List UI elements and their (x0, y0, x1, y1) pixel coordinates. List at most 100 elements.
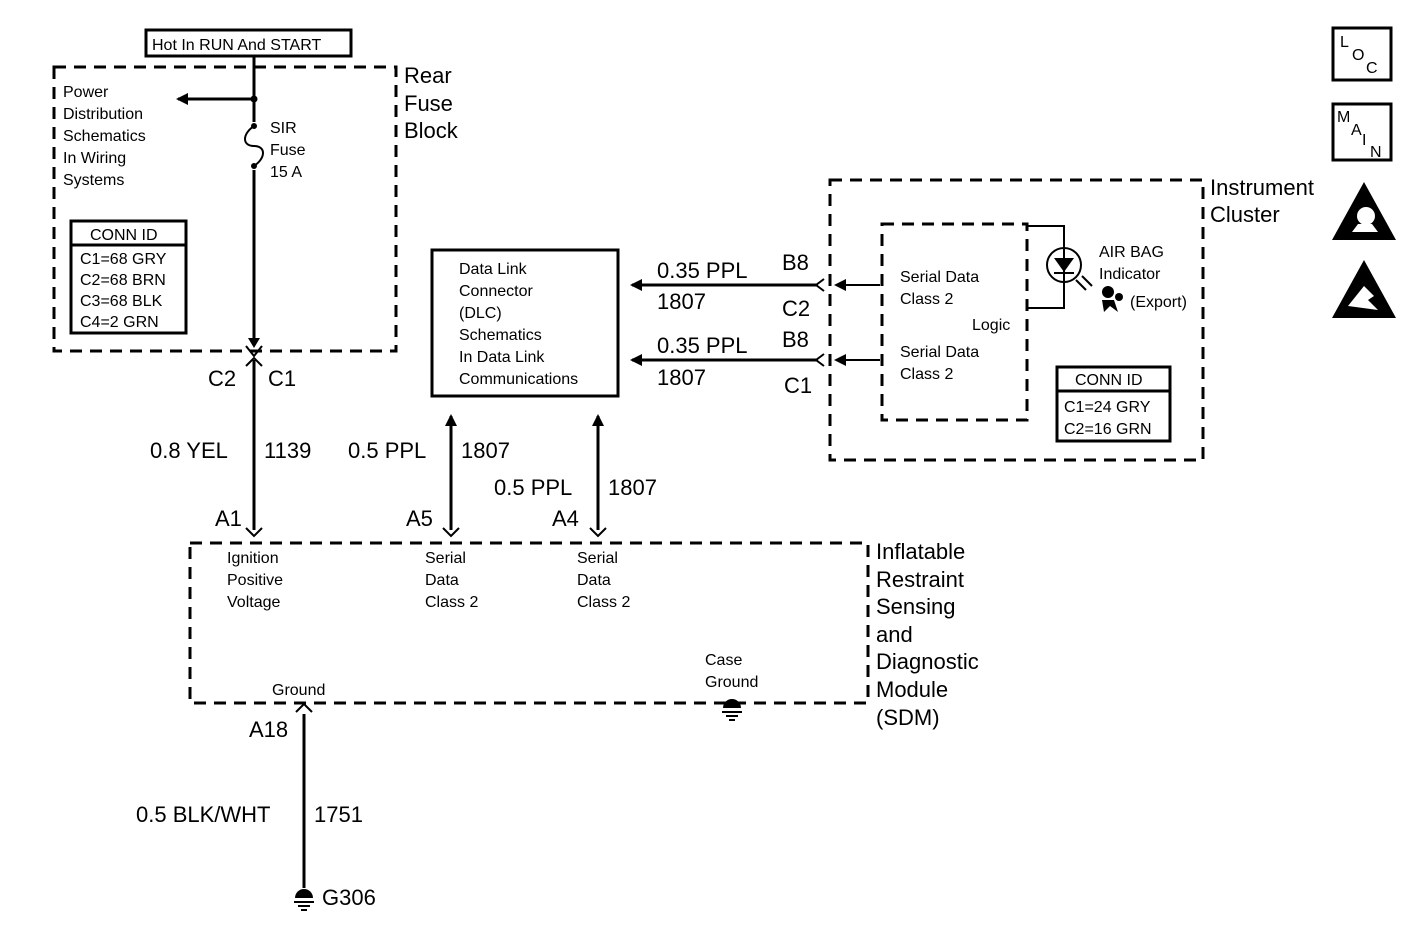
svg-text:C2=16 GRN: C2=16 GRN (1064, 421, 1152, 438)
led-icon (1046, 247, 1093, 291)
cluster-conn-table: CONN ID C1=24 GRY C2=16 GRN (1055, 365, 1172, 443)
svg-text:Positive: Positive (227, 572, 283, 589)
svg-text:(DLC): (DLC) (459, 305, 502, 322)
svg-text:Fuse: Fuse (404, 91, 453, 116)
svg-text:Class 2: Class 2 (577, 594, 630, 611)
wire-a5-gauge: 0.5 PPL (348, 438, 426, 463)
svg-text:Indicator: Indicator (1099, 266, 1161, 283)
svg-text:Connector: Connector (459, 283, 533, 300)
svg-text:C: C (1366, 60, 1378, 77)
svg-text:M: M (1337, 109, 1350, 126)
dlc-box (430, 248, 620, 398)
airbag-warning-icon (1332, 182, 1396, 240)
cluster-bottom-conn: C1 (784, 373, 812, 398)
svg-text:C4=2 GRN: C4=2 GRN (80, 314, 159, 331)
cluster-top-conn: C2 (782, 296, 810, 321)
svg-text:Fuse: Fuse (270, 142, 306, 159)
svg-text:Inflatable: Inflatable (876, 539, 965, 564)
svg-text:Class 2: Class 2 (900, 366, 953, 383)
svg-text:CONN ID: CONN ID (90, 227, 158, 244)
pin-a4-label: A4 (552, 506, 579, 531)
svg-text:Systems: Systems (63, 172, 124, 189)
svg-text:Serial: Serial (425, 550, 466, 567)
esd-warning-icon (1332, 260, 1396, 318)
ground-g306-label: G306 (322, 885, 376, 910)
svg-text:(SDM): (SDM) (876, 705, 940, 730)
hot-label-box: Hot In RUN And START (144, 28, 353, 58)
svg-text:SIR: SIR (270, 120, 297, 137)
sdm-serial-a4-label: Serial Data Class 2 (577, 550, 630, 611)
svg-text:Power: Power (63, 84, 109, 101)
wire-a18-circuit: 1751 (314, 802, 363, 827)
wire-a18-gauge: 0.5 BLK/WHT (136, 802, 270, 827)
cluster-top-gauge: 0.35 PPL (657, 258, 748, 283)
svg-text:A: A (1351, 122, 1362, 139)
svg-text:CONN ID: CONN ID (1075, 372, 1143, 389)
sdm-case-ground-label: Case Ground (705, 652, 758, 691)
svg-text:C1=68 GRY: C1=68 GRY (80, 251, 167, 268)
instrument-cluster-title: Instrument Cluster (1210, 175, 1314, 227)
svg-text:Block: Block (404, 118, 459, 143)
cluster-serial-1: Serial Data Class 2 (900, 269, 979, 308)
svg-text:(Export): (Export) (1130, 294, 1187, 311)
svg-text:Serial Data: Serial Data (900, 269, 979, 286)
svg-text:Ground: Ground (705, 674, 758, 691)
ground-icon (294, 889, 314, 911)
svg-text:Module: Module (876, 677, 948, 702)
svg-text:AIR BAG: AIR BAG (1099, 244, 1164, 261)
connector-c2c1 (245, 345, 263, 358)
sdm-title: Inflatable Restraint Sensing and Diagnos… (876, 539, 979, 730)
svg-text:Instrument: Instrument (1210, 175, 1314, 200)
svg-text:Diagnostic: Diagnostic (876, 649, 979, 674)
cluster-top-circuit: 1807 (657, 289, 706, 314)
cluster-bottom-gauge: 0.35 PPL (657, 333, 748, 358)
cluster-top-pin: B8 (782, 250, 809, 275)
svg-text:C3=68 BLK: C3=68 BLK (80, 293, 163, 310)
svg-text:15 A: 15 A (270, 164, 302, 181)
svg-text:Data: Data (577, 572, 611, 589)
logic-box (880, 222, 1029, 422)
instrument-cluster-box (828, 178, 1205, 462)
svg-text:Voltage: Voltage (227, 594, 280, 611)
connector-c2-label: C2 (208, 366, 236, 391)
sdm-box (188, 541, 870, 705)
svg-text:Schematics: Schematics (459, 327, 542, 344)
fuse-label: SIR Fuse 15 A (270, 120, 306, 181)
splice-dot (250, 95, 258, 103)
svg-text:I: I (1362, 132, 1366, 149)
svg-text:Distribution: Distribution (63, 106, 143, 123)
dlc-text: Data Link Connector (DLC) Schematics In … (459, 261, 578, 388)
svg-text:O: O (1352, 47, 1364, 64)
cluster-bottom-pin: B8 (782, 327, 809, 352)
svg-text:L: L (1340, 34, 1349, 51)
main-icon[interactable]: M A I N (1331, 102, 1393, 162)
rear-fuse-block-title: Rear Fuse Block (404, 63, 459, 143)
svg-text:Class 2: Class 2 (900, 291, 953, 308)
sdm-serial-a5-label: Serial Data Class 2 (425, 550, 478, 611)
svg-text:N: N (1370, 144, 1382, 161)
pin-a1-label: A1 (215, 506, 242, 531)
airbag-person-icon (1102, 286, 1123, 312)
svg-text:Sensing: Sensing (876, 594, 956, 619)
wire-a5-circuit: 1807 (461, 438, 510, 463)
svg-text:and: and (876, 622, 913, 647)
wire-a4-circuit: 1807 (608, 475, 657, 500)
svg-text:Ignition: Ignition (227, 550, 279, 567)
hot-label: Hot In RUN And START (152, 37, 321, 54)
svg-text:Serial: Serial (577, 550, 618, 567)
rear-fuse-conn-table: CONN ID C1=68 GRY C2=68 BRN C3=68 BLK C4… (69, 219, 188, 335)
loc-icon[interactable]: L O C (1331, 26, 1393, 82)
svg-text:Cluster: Cluster (1210, 202, 1280, 227)
svg-text:In Wiring: In Wiring (63, 150, 126, 167)
rear-fuse-block-box (52, 65, 398, 353)
svg-text:Data Link: Data Link (459, 261, 528, 278)
svg-text:C1=24 GRY: C1=24 GRY (1064, 399, 1151, 416)
cluster-bottom-circuit: 1807 (657, 365, 706, 390)
pin-a18-label: A18 (249, 717, 288, 742)
wire-a4-gauge: 0.5 PPL (494, 475, 572, 500)
svg-text:Class 2: Class 2 (425, 594, 478, 611)
svg-text:Communications: Communications (459, 371, 578, 388)
sdm-ignition-label: Ignition Positive Voltage (227, 550, 283, 611)
fuse-icon (244, 122, 264, 170)
